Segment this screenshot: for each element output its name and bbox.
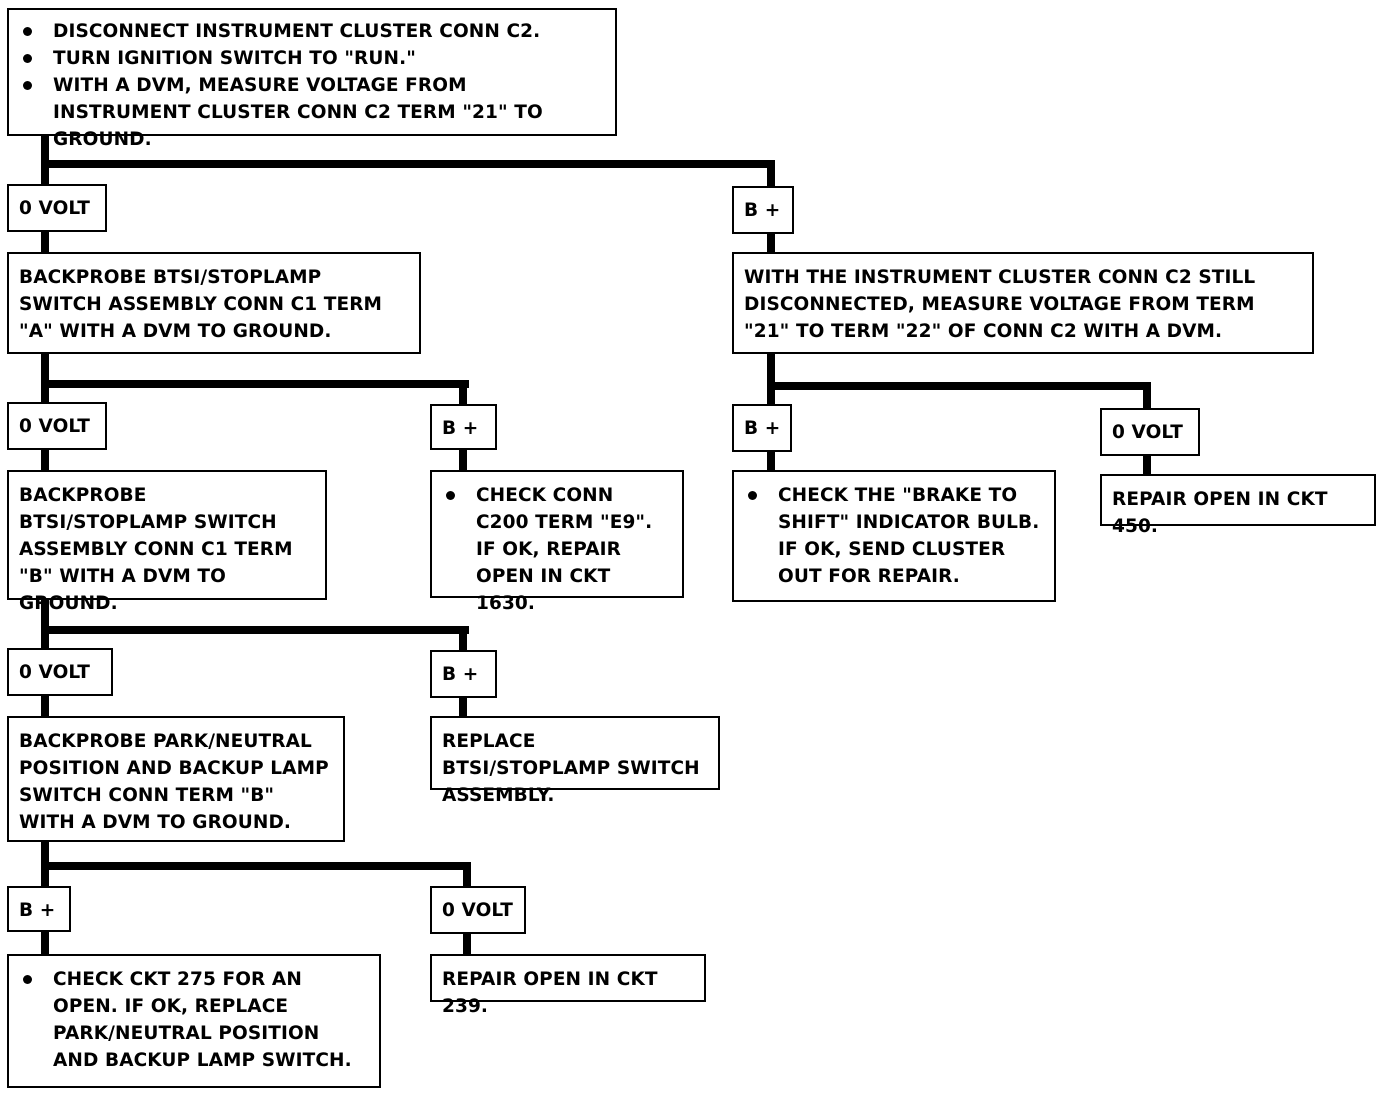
bullet-dot-icon	[446, 491, 455, 500]
connector-line	[41, 626, 469, 634]
connector-line	[767, 232, 775, 256]
connector-line	[41, 598, 49, 650]
connector-line	[41, 930, 49, 956]
connector-line	[459, 380, 467, 406]
b-plus-label: B +	[732, 404, 792, 452]
connector-line	[41, 694, 49, 718]
zero-volt-label: 0 VOLT	[430, 886, 526, 934]
result-check-indicator-bulb: CHECK THE "BRAKE TO SHIFT" INDICATOR BUL…	[732, 470, 1056, 602]
step-backprobe-park-neutral: BACKPROBE PARK/NEUTRAL POSITION AND BACK…	[7, 716, 345, 842]
connector-line	[41, 160, 775, 168]
b-plus-label: B +	[7, 886, 71, 932]
connector-line	[459, 448, 467, 474]
connector-line	[767, 352, 775, 406]
b-plus-label: B +	[430, 650, 497, 698]
zero-volt-label: 0 VOLT	[7, 402, 107, 450]
bullet-dot-icon	[23, 27, 32, 36]
connector-line	[767, 160, 775, 190]
connector-line	[41, 230, 49, 256]
bullet-dot-icon	[23, 81, 32, 90]
bullet-dot-icon	[23, 54, 32, 63]
start-bullet: TURN IGNITION SWITCH TO "RUN."	[19, 45, 605, 72]
step-measure-term-21-22: WITH THE INSTRUMENT CLUSTER CONN C2 STIL…	[732, 252, 1314, 354]
result-check-ckt-275: CHECK CKT 275 FOR AN OPEN. IF OK, REPLAC…	[7, 954, 381, 1088]
b-plus-label: B +	[430, 404, 497, 450]
result-repair-ckt-450: REPAIR OPEN IN CKT 450.	[1100, 474, 1376, 537]
zero-volt-label: 0 VOLT	[1100, 408, 1200, 456]
connector-line	[41, 448, 49, 474]
connector-line	[1143, 382, 1151, 410]
b-plus-label: B +	[732, 186, 794, 234]
connector-line	[463, 862, 471, 888]
zero-volt-label: 0 VOLT	[7, 184, 107, 232]
connector-line	[767, 450, 775, 474]
connector-line	[41, 862, 471, 870]
start-bullet: DISCONNECT INSTRUMENT CLUSTER CONN C2.	[19, 18, 605, 45]
step-backprobe-term-b: BACKPROBE BTSI/STOPLAMP SWITCH ASSEMBLY …	[7, 470, 327, 614]
bullet-dot-icon	[748, 491, 757, 500]
bullet-dot-icon	[23, 975, 32, 984]
result-repair-ckt-239: REPAIR OPEN IN CKT 239.	[430, 954, 706, 1017]
connector-line	[41, 352, 49, 404]
result-check-conn-c200: CHECK CONN C200 TERM "E9". IF OK, REPAIR…	[430, 470, 684, 614]
connector-line	[459, 626, 467, 652]
connector-line	[767, 382, 1151, 390]
connector-line	[459, 696, 467, 718]
start-instructions-box: DISCONNECT INSTRUMENT CLUSTER CONN C2. T…	[7, 8, 617, 150]
connector-line	[41, 380, 469, 388]
zero-volt-label: 0 VOLT	[7, 648, 113, 696]
result-replace-btsi: REPLACE BTSI/STOPLAMP SWITCH ASSEMBLY.	[430, 716, 720, 806]
start-bullet: WITH A DVM, MEASURE VOLTAGE FROM INSTRUM…	[19, 72, 605, 153]
connector-line	[463, 932, 471, 956]
connector-line	[1143, 454, 1151, 478]
step-backprobe-term-a: BACKPROBE BTSI/STOPLAMP SWITCH ASSEMBLY …	[7, 252, 421, 354]
